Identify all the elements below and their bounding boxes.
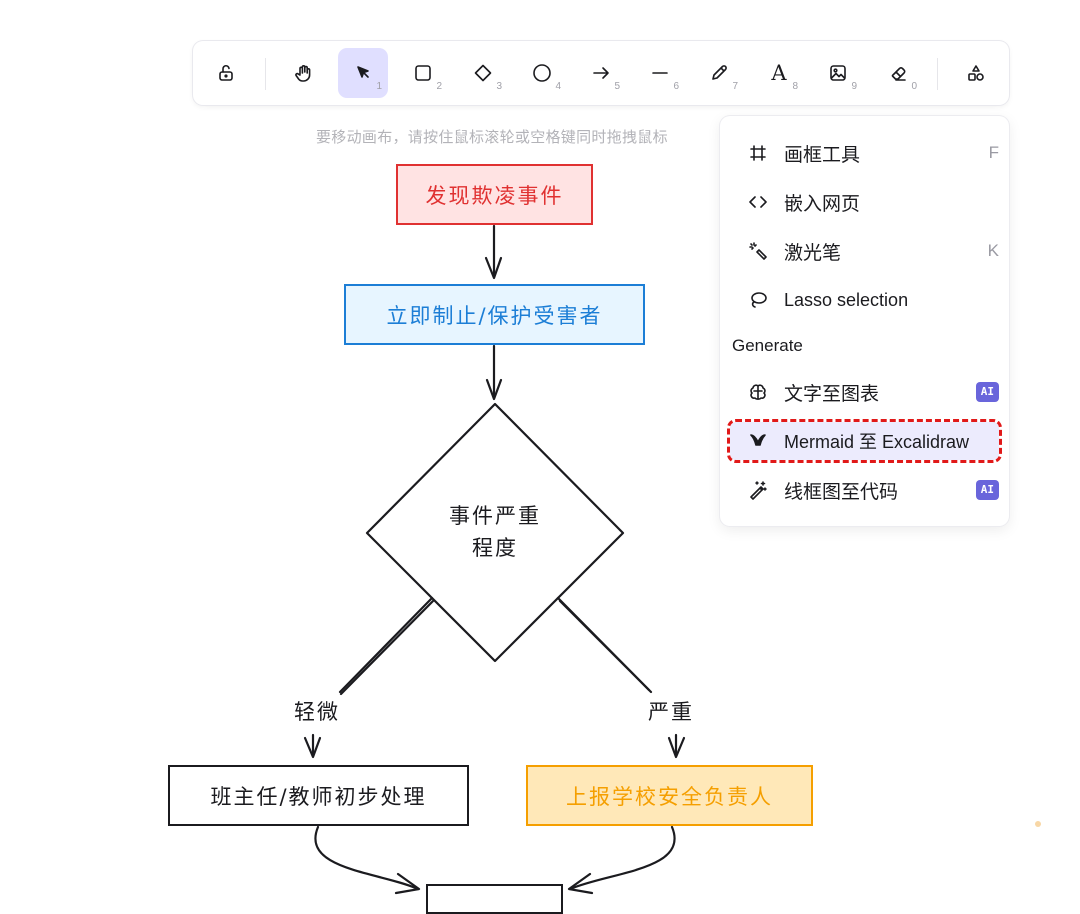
- arrowhead: [394, 872, 421, 895]
- arrowhead: [667, 736, 686, 759]
- decision-diamond: [365, 402, 625, 663]
- flow-node-start[interactable]: 发现欺凌事件: [396, 164, 593, 225]
- canvas-dot: [1035, 821, 1041, 827]
- main-toolbar: 1 2 3 4 5 6 7 A 8 9 0: [193, 41, 1009, 105]
- menu-item-lasso[interactable]: Lasso selection: [730, 281, 999, 319]
- diamond-icon: [474, 64, 492, 82]
- menu-item-shortcut: K: [987, 241, 999, 260]
- connector-arrow: [339, 599, 435, 696]
- flow-node-minor-action[interactable]: 班主任/教师初步处理: [168, 765, 469, 826]
- decision-line-1: 事件严重: [449, 504, 541, 528]
- line-tool-button[interactable]: 6: [635, 48, 685, 98]
- tool-shortcut-number: 2: [436, 81, 442, 92]
- text-tool-button[interactable]: A 8: [754, 48, 804, 98]
- menu-item-label: 嵌入网页: [784, 192, 861, 215]
- menu-item-label: 文字至图表: [784, 382, 880, 405]
- arrowhead: [567, 872, 594, 895]
- connector-arrow: [314, 825, 420, 891]
- eraser-icon: [891, 67, 906, 81]
- toolbar-divider: [937, 58, 938, 90]
- menu-item-label: 激光笔: [784, 241, 842, 264]
- tool-shortcut-number: 4: [555, 81, 561, 92]
- toolbar-divider: [265, 58, 266, 90]
- flow-node-protect[interactable]: 立即制止/保护受害者: [344, 284, 645, 345]
- text-icon: A: [771, 60, 787, 85]
- menu-item-laser-pointer[interactable]: 激光笔 K: [730, 232, 999, 270]
- tool-shortcut-number: 8: [792, 81, 798, 92]
- magic-wand-icon: [746, 478, 770, 502]
- rectangle-icon: [415, 65, 431, 81]
- pencil-tool-button[interactable]: 7: [694, 48, 744, 98]
- selection-tool-button[interactable]: 1: [338, 48, 388, 98]
- arrow-tool-button[interactable]: 5: [576, 48, 626, 98]
- pointer-icon: [357, 66, 369, 78]
- diamond-tool-button[interactable]: 3: [458, 48, 508, 98]
- arrowhead: [485, 378, 503, 401]
- more-tools-button[interactable]: [951, 48, 1001, 98]
- menu-item-label: Lasso selection: [784, 289, 909, 310]
- menu-item-label: 画框工具: [784, 143, 861, 166]
- menu-item-text-to-diagram[interactable]: 文字至图表 AI: [730, 373, 999, 411]
- pencil-icon: [712, 65, 727, 80]
- tool-shortcut-number: 1: [376, 81, 382, 92]
- ai-badge: AI: [975, 382, 999, 402]
- unlock-icon: [219, 64, 233, 81]
- laser-pointer-icon: [746, 239, 770, 263]
- tool-shortcut-number: 0: [911, 81, 917, 92]
- hand-tool-button[interactable]: [279, 48, 329, 98]
- menu-group-heading: Generate: [732, 336, 803, 355]
- frame-icon: [746, 141, 770, 165]
- tool-shortcut-number: 7: [732, 81, 738, 92]
- eraser-tool-button[interactable]: 0: [873, 48, 923, 98]
- lasso-icon: [746, 288, 770, 312]
- more-tools-menu: 画框工具 F 嵌入网页 激光笔 K Lasso selection Genera…: [720, 116, 1009, 526]
- tool-shortcut-number: 9: [851, 81, 857, 92]
- ellipse-icon: [533, 64, 551, 82]
- menu-item-mermaid-to-excalidraw[interactable]: Mermaid 至 Excalidraw: [727, 419, 1002, 463]
- tool-shortcut-number: 6: [673, 81, 679, 92]
- menu-item-frame-tool[interactable]: 画框工具 F: [730, 134, 999, 172]
- arrowhead: [484, 256, 503, 280]
- menu-item-embed[interactable]: 嵌入网页: [730, 183, 999, 221]
- embed-icon: [746, 190, 770, 214]
- tool-shortcut-number: 3: [496, 81, 502, 92]
- brain-icon: [746, 380, 770, 404]
- lock-tool-button[interactable]: [201, 48, 251, 98]
- rectangle-tool-button[interactable]: 2: [398, 48, 448, 98]
- tool-shortcut-number: 5: [614, 81, 620, 92]
- image-icon: [830, 65, 846, 81]
- connector-arrow: [558, 599, 653, 694]
- connector-arrow: [568, 825, 676, 891]
- shapes-icon: [968, 65, 984, 81]
- ai-badge: AI: [975, 480, 999, 500]
- flow-decision-text[interactable]: 事件严重 程度: [420, 500, 570, 564]
- edge-label-severe[interactable]: 严重: [648, 696, 694, 726]
- line-icon: [652, 72, 668, 74]
- menu-item-shortcut: F: [988, 143, 999, 162]
- menu-item-label: Mermaid 至 Excalidraw: [784, 432, 970, 452]
- menu-item-label: 线框图至代码: [784, 480, 899, 503]
- decision-line-2: 程度: [472, 536, 518, 560]
- mermaid-icon: [746, 429, 770, 453]
- canvas-hint-text: 要移动画布，请按住鼠标滚轮或空格键同时拖拽鼠标: [316, 128, 668, 146]
- image-tool-button[interactable]: 9: [813, 48, 863, 98]
- connector-arrow: [338, 596, 434, 694]
- menu-item-wireframe-to-code[interactable]: 线框图至代码 AI: [730, 471, 999, 509]
- flow-node-next[interactable]: [426, 884, 563, 914]
- ellipse-tool-button[interactable]: 4: [517, 48, 567, 98]
- arrowhead: [303, 736, 322, 759]
- arrow-icon: [593, 67, 609, 79]
- hand-icon: [295, 65, 311, 82]
- edge-label-minor[interactable]: 轻微: [294, 696, 340, 726]
- flow-node-severe-action[interactable]: 上报学校安全负责人: [526, 765, 813, 826]
